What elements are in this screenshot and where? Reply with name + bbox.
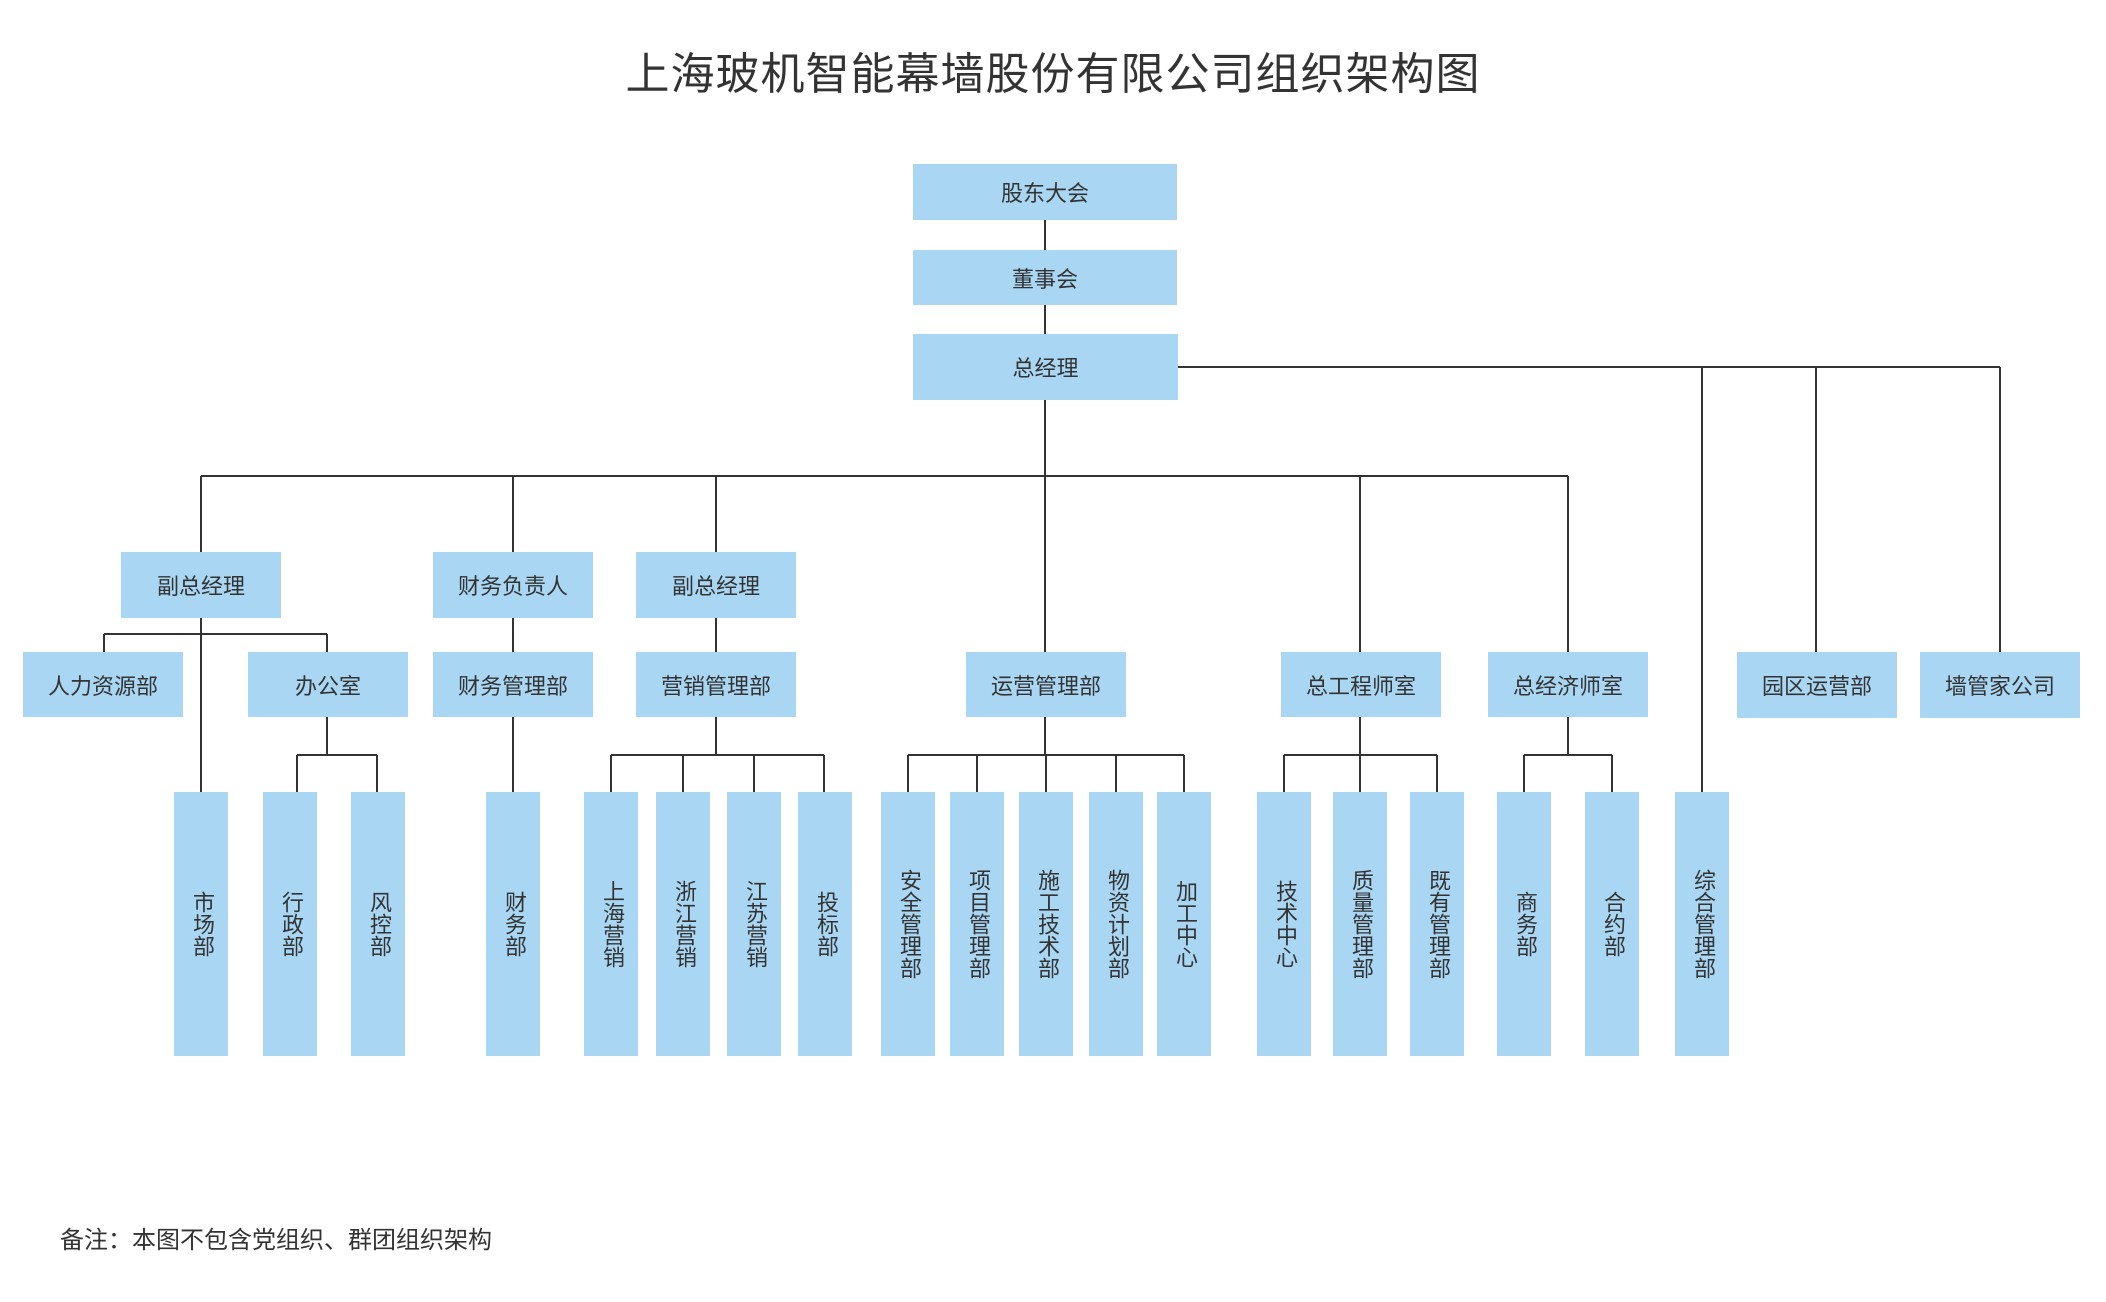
node-bidding-dept: 投标部 bbox=[798, 792, 852, 1056]
node-project-mgmt-dept: 项目管理部 bbox=[950, 792, 1004, 1056]
node-office: 办公室 bbox=[248, 652, 408, 717]
node-marketing-mgmt-dept: 营销管理部 bbox=[636, 652, 796, 717]
node-operations-mgmt-dept: 运营管理部 bbox=[966, 652, 1126, 717]
node-finance-mgmt-dept: 财务管理部 bbox=[433, 652, 593, 717]
node-market-dept: 市场部 bbox=[174, 792, 228, 1056]
node-business-dept: 商务部 bbox=[1497, 792, 1551, 1056]
node-jiangsu-marketing: 江苏营销 bbox=[727, 792, 781, 1056]
node-wall-manager-company: 墙管家公司 bbox=[1920, 652, 2080, 718]
node-quality-mgmt-dept: 质量管理部 bbox=[1333, 792, 1387, 1056]
node-safety-mgmt-dept: 安全管理部 bbox=[881, 792, 935, 1056]
node-processing-center: 加工中心 bbox=[1157, 792, 1211, 1056]
node-material-planning-dept: 物资计划部 bbox=[1089, 792, 1143, 1056]
node-general-mgmt-dept: 综合管理部 bbox=[1675, 792, 1729, 1056]
node-vp-marketing: 副总经理 bbox=[636, 552, 796, 618]
page-title: 上海玻机智能幕墙股份有限公司组织架构图 bbox=[625, 49, 1481, 100]
node-risk-control-dept: 风控部 bbox=[351, 792, 405, 1056]
node-finance-head: 财务负责人 bbox=[433, 552, 593, 618]
node-shareholders-meeting: 股东大会 bbox=[913, 164, 1177, 220]
node-general-manager: 总经理 bbox=[913, 334, 1178, 400]
node-shanghai-marketing: 上海营销 bbox=[584, 792, 638, 1056]
node-vp-left: 副总经理 bbox=[121, 552, 281, 618]
node-existing-mgmt-dept: 既有管理部 bbox=[1410, 792, 1464, 1056]
node-chief-economist-office: 总经济师室 bbox=[1488, 652, 1648, 717]
footnote: 备注：本图不包含党组织、群团组织架构 bbox=[60, 1226, 492, 1254]
node-tech-center: 技术中心 bbox=[1257, 792, 1311, 1056]
node-construction-tech-dept: 施工技术部 bbox=[1019, 792, 1073, 1056]
node-chief-engineer-office: 总工程师室 bbox=[1281, 652, 1441, 717]
node-hr-dept: 人力资源部 bbox=[23, 652, 183, 717]
node-board: 董事会 bbox=[913, 250, 1177, 305]
node-contract-dept: 合约部 bbox=[1585, 792, 1639, 1056]
node-zhejiang-marketing: 浙江营销 bbox=[656, 792, 710, 1056]
node-park-operations-dept: 园区运营部 bbox=[1737, 652, 1897, 718]
node-admin-dept: 行政部 bbox=[263, 792, 317, 1056]
node-finance-dept: 财务部 bbox=[486, 792, 540, 1056]
